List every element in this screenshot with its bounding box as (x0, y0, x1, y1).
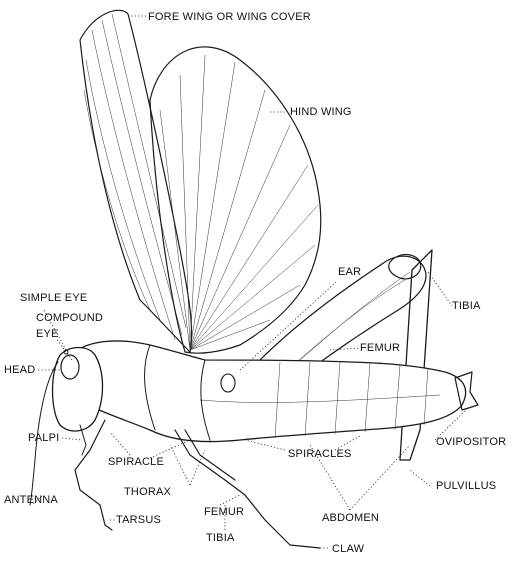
palpi (79, 424, 87, 456)
label-spiracle: SPIRACLE (108, 456, 165, 468)
label-claw: CLAW (332, 543, 365, 555)
label-palpi: PALPI (28, 432, 60, 444)
label-hind-wing: HIND WING (290, 106, 352, 118)
antenna (29, 361, 59, 506)
label-ear: EAR (338, 266, 362, 278)
middle-leg (174, 429, 321, 549)
leader-lines (31, 15, 469, 549)
compound-eye (60, 354, 80, 380)
label-femur-top: FEMUR (360, 342, 401, 354)
label-simple-eye: SIMPLE EYE (20, 292, 88, 304)
label-antenna: ANTENNA (4, 494, 58, 506)
hind-wing (149, 46, 322, 354)
label-compound-eye-line1: COMPOUND (36, 312, 103, 324)
label-pulvillus: PULVILLUS (436, 480, 497, 492)
label-ovipositor: OVIPOSITOR (436, 436, 507, 448)
body (67, 340, 467, 443)
label-fore-wing: FORE WING OR WING COVER (148, 11, 311, 23)
ovipositor-shape (454, 371, 479, 411)
front-leg (74, 419, 113, 531)
label-femur-bottom: FEMUR (204, 506, 245, 518)
hind-tibia (399, 249, 433, 461)
head (51, 346, 104, 432)
label-thorax: THORAX (124, 486, 172, 498)
ear-organ (220, 373, 236, 393)
label-spiracles: SPIRACLES (288, 448, 352, 460)
label-tibia-top: TIBIA (452, 300, 481, 312)
label-tarsus: TARSUS (116, 514, 162, 526)
label-tibia-bottom: TIBIA (206, 532, 235, 544)
middle-leg-inner (184, 429, 236, 481)
label-compound-eye-line2: EYE (36, 328, 59, 340)
fore-wing (79, 9, 193, 353)
label-head: HEAD (4, 364, 36, 376)
label-abdomen: ABDOMEN (322, 512, 380, 524)
